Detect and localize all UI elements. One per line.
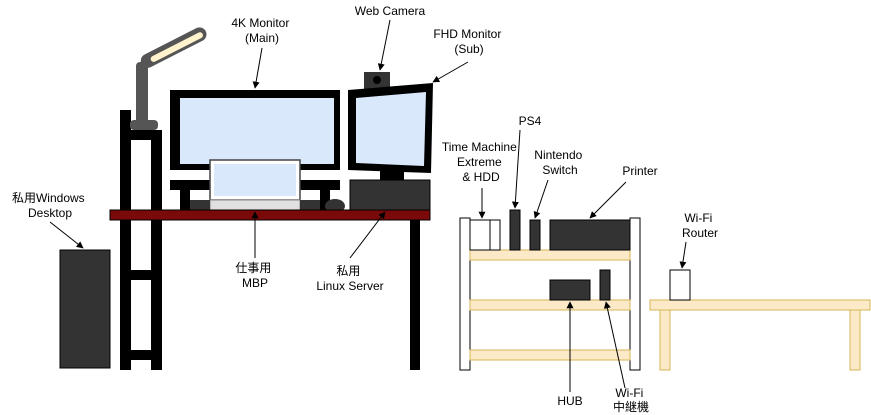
label-nintendo-switch: Nintendo Switch (534, 148, 585, 177)
time-machine-hdd-inner (489, 219, 501, 251)
desk-top (109, 209, 431, 221)
desk-leg-right (410, 218, 420, 370)
wifi-repeater-device (599, 269, 611, 301)
web-camera (364, 72, 390, 90)
label-time-machine: Time Machine Extreme & HDD (442, 140, 520, 184)
label-wifi-router: Wi-Fi Router (682, 211, 718, 240)
nintendo-switch-console (529, 219, 541, 251)
label-windows-desktop: 私用Windows Desktop (12, 191, 88, 220)
label-linux-server: 私用 Linux Server (316, 264, 383, 293)
label-hub: HUB (557, 394, 582, 408)
arrows (49, 19, 687, 392)
linux-server (349, 179, 431, 211)
label-fhd-monitor: FHD Monitor (Sub) (433, 27, 504, 56)
windows-desktop-tower (59, 249, 111, 369)
monitor-fhd (348, 83, 433, 180)
desk-lamp (130, 27, 207, 130)
label-4k-monitor: 4K Monitor (Main) (231, 16, 292, 45)
wifi-router-device (669, 269, 691, 301)
shelf-unit (459, 217, 641, 371)
printer-device (549, 219, 631, 251)
hub-device (549, 279, 591, 301)
keyboard-right (300, 200, 320, 210)
desk-side-tower (120, 110, 162, 370)
label-ps4: PS4 (519, 114, 542, 128)
label-work-mbp: 仕事用 MBP (235, 261, 274, 290)
work-mbp-laptop (209, 159, 301, 211)
label-printer: Printer (622, 164, 657, 178)
ps4-console (509, 209, 521, 251)
router-table (649, 299, 871, 371)
label-wifi-repeater: Wi-Fi 中継機 (613, 386, 649, 414)
keyboard (190, 200, 210, 210)
label-web-camera: Web Camera (355, 4, 426, 18)
